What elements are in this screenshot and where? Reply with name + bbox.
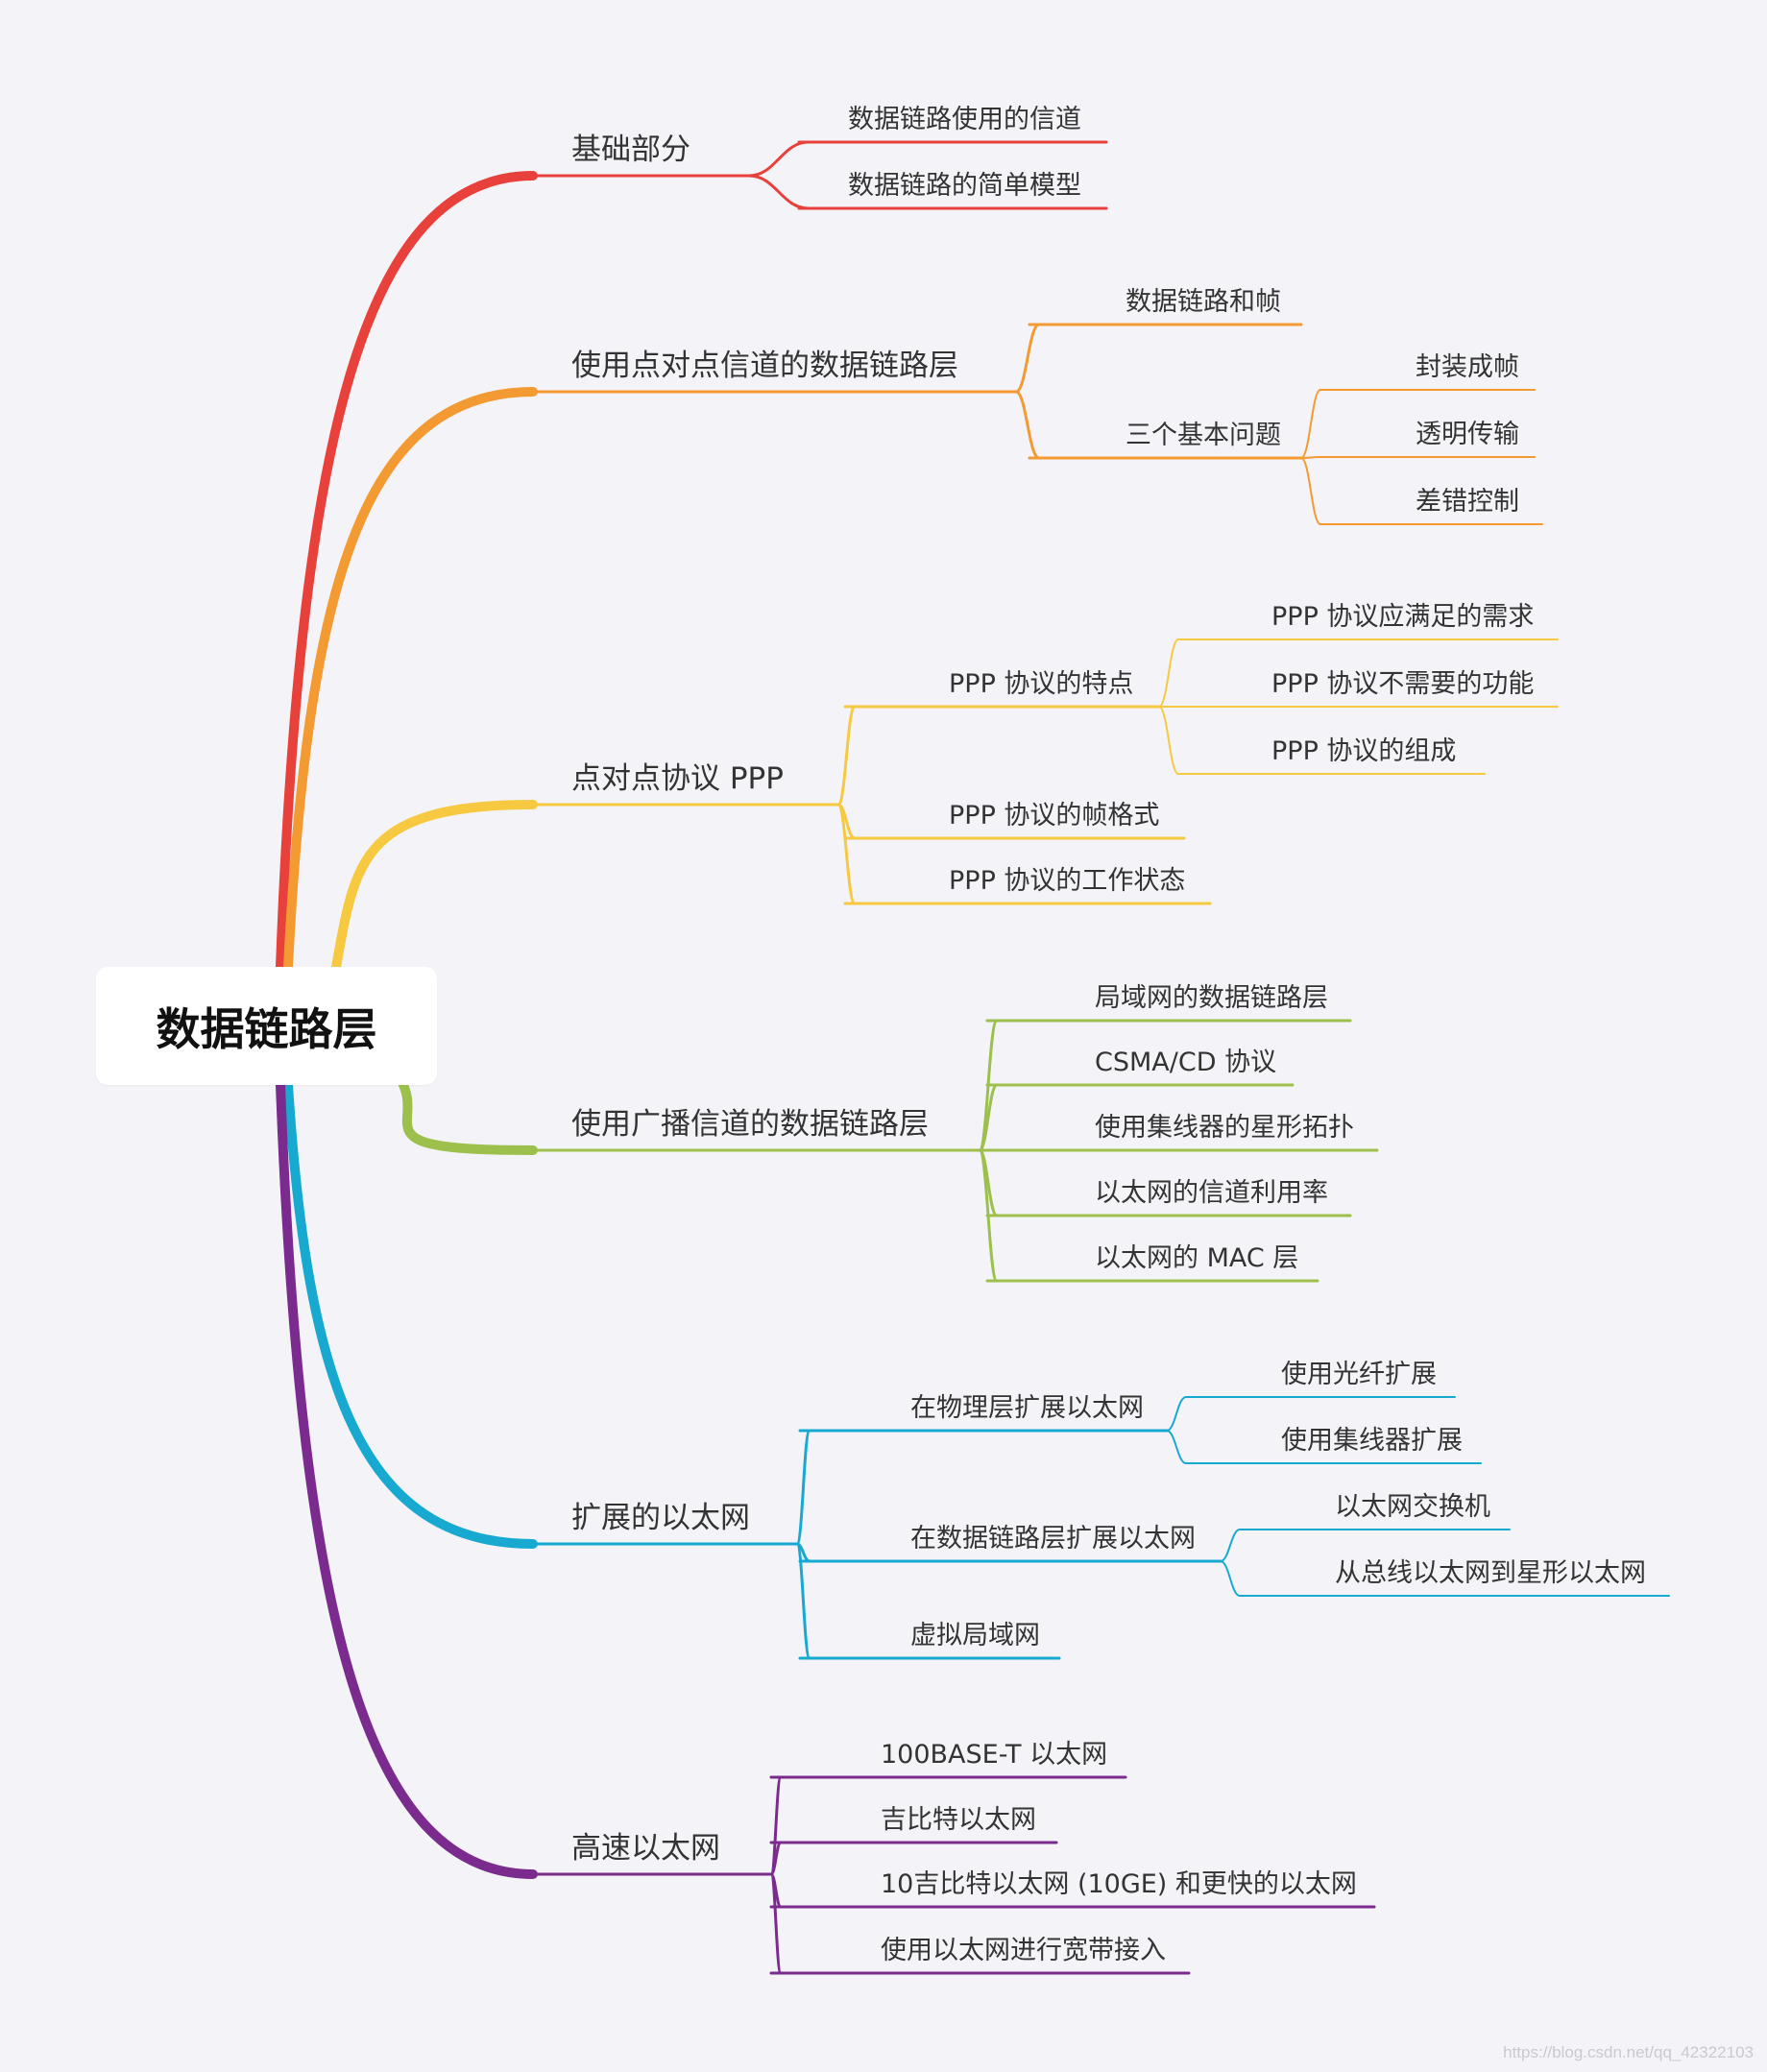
subtopic-connector bbox=[795, 1429, 811, 1546]
branch-connector bbox=[399, 1080, 538, 1155]
branch-connector bbox=[276, 1080, 538, 1879]
subtopic-label[interactable]: 三个基本问题 bbox=[1126, 420, 1281, 450]
subtopic-connector bbox=[1014, 323, 1041, 394]
leaf-connector bbox=[1220, 1560, 1241, 1597]
subtopic-label[interactable]: 使用以太网进行宽带接入 bbox=[881, 1935, 1166, 1965]
leaf-connector bbox=[1300, 456, 1321, 459]
leaf-label[interactable]: 差错控制 bbox=[1416, 486, 1519, 517]
watermark-text: https://blog.csdn.net/qq_42322103 bbox=[1503, 2043, 1754, 2061]
leaf-label[interactable]: PPP 协议的组成 bbox=[1271, 735, 1457, 766]
leaf-label[interactable]: 使用光纤扩展 bbox=[1281, 1359, 1437, 1389]
subtopic-label[interactable]: 虚拟局域网 bbox=[910, 1620, 1040, 1650]
leaf-connector bbox=[1300, 457, 1321, 525]
leaf-label[interactable]: 从总线以太网到星形以太网 bbox=[1335, 1557, 1646, 1588]
leaf-label[interactable]: 透明传输 bbox=[1416, 419, 1519, 449]
subtopic-label[interactable]: 数据链路使用的信道 bbox=[848, 104, 1081, 134]
subtopic-label[interactable]: CSMA/CD 协议 bbox=[1095, 1047, 1277, 1077]
subtopic-connector bbox=[836, 705, 857, 807]
subtopic-connector bbox=[747, 174, 811, 210]
leaf-label[interactable]: 以太网交换机 bbox=[1335, 1491, 1490, 1522]
leaf-label[interactable]: 封装成帧 bbox=[1416, 351, 1519, 382]
subtopic-label[interactable]: 数据链路的简单模型 bbox=[848, 170, 1081, 201]
branch-connector bbox=[331, 800, 538, 972]
subtopic-label[interactable]: 在物理层扩展以太网 bbox=[910, 1392, 1144, 1423]
subtopic-connector bbox=[978, 1148, 999, 1283]
subtopic-connector bbox=[769, 1872, 783, 1975]
subtopic-label[interactable]: 10吉比特以太网 (10GE) 和更快的以太网 bbox=[881, 1868, 1357, 1899]
branch-label[interactable]: 高速以太网 bbox=[571, 1831, 720, 1867]
branch-label[interactable]: 扩展的以太网 bbox=[571, 1501, 750, 1536]
branch-connector bbox=[283, 1080, 538, 1549]
branch-connector bbox=[283, 387, 538, 972]
leaf-connector bbox=[1166, 1430, 1187, 1464]
subtopic-connector bbox=[795, 1542, 811, 1660]
leaf-label[interactable]: PPP 协议应满足的需求 bbox=[1271, 601, 1535, 632]
leaf-label[interactable]: PPP 协议不需要的功能 bbox=[1271, 668, 1535, 699]
branch-label[interactable]: 使用广播信道的数据链路层 bbox=[571, 1107, 929, 1143]
branch-connector bbox=[276, 171, 538, 972]
branch-label[interactable]: 点对点协议 PPP bbox=[571, 761, 784, 797]
subtopic-label[interactable]: 吉比特以太网 bbox=[881, 1804, 1036, 1835]
subtopic-label[interactable]: 使用集线器的星形拓扑 bbox=[1095, 1112, 1354, 1143]
root-node[interactable]: 数据链路层 bbox=[96, 967, 437, 1085]
subtopic-label[interactable]: 数据链路和帧 bbox=[1126, 286, 1281, 317]
branch-label[interactable]: 基础部分 bbox=[571, 133, 690, 168]
leaf-connector bbox=[1220, 1529, 1241, 1562]
leaf-connector bbox=[1166, 1396, 1187, 1432]
subtopic-label[interactable]: 以太网的信道利用率 bbox=[1095, 1177, 1328, 1208]
subtopic-label[interactable]: 局域网的数据链路层 bbox=[1095, 982, 1328, 1013]
leaf-connector bbox=[1158, 706, 1179, 775]
branch-label[interactable]: 使用点对点信道的数据链路层 bbox=[571, 349, 958, 384]
root-node-label: 数据链路层 bbox=[156, 1002, 377, 1055]
leaf-connector bbox=[1158, 638, 1179, 708]
subtopic-connector bbox=[747, 140, 811, 178]
subtopic-connector bbox=[1014, 390, 1041, 460]
leaf-connector bbox=[1300, 389, 1321, 459]
leaf-label[interactable]: 使用集线器扩展 bbox=[1281, 1425, 1463, 1456]
subtopic-label[interactable]: PPP 协议的工作状态 bbox=[949, 865, 1186, 896]
subtopic-label[interactable]: 以太网的 MAC 层 bbox=[1095, 1242, 1299, 1273]
subtopic-label[interactable]: 在数据链路层扩展以太网 bbox=[910, 1523, 1196, 1554]
subtopic-label[interactable]: PPP 协议的特点 bbox=[949, 668, 1134, 699]
subtopic-connector bbox=[978, 1083, 999, 1152]
subtopic-label[interactable]: PPP 协议的帧格式 bbox=[949, 800, 1160, 831]
subtopic-connector bbox=[836, 803, 857, 905]
subtopic-label[interactable]: 100BASE-T 以太网 bbox=[881, 1739, 1108, 1770]
